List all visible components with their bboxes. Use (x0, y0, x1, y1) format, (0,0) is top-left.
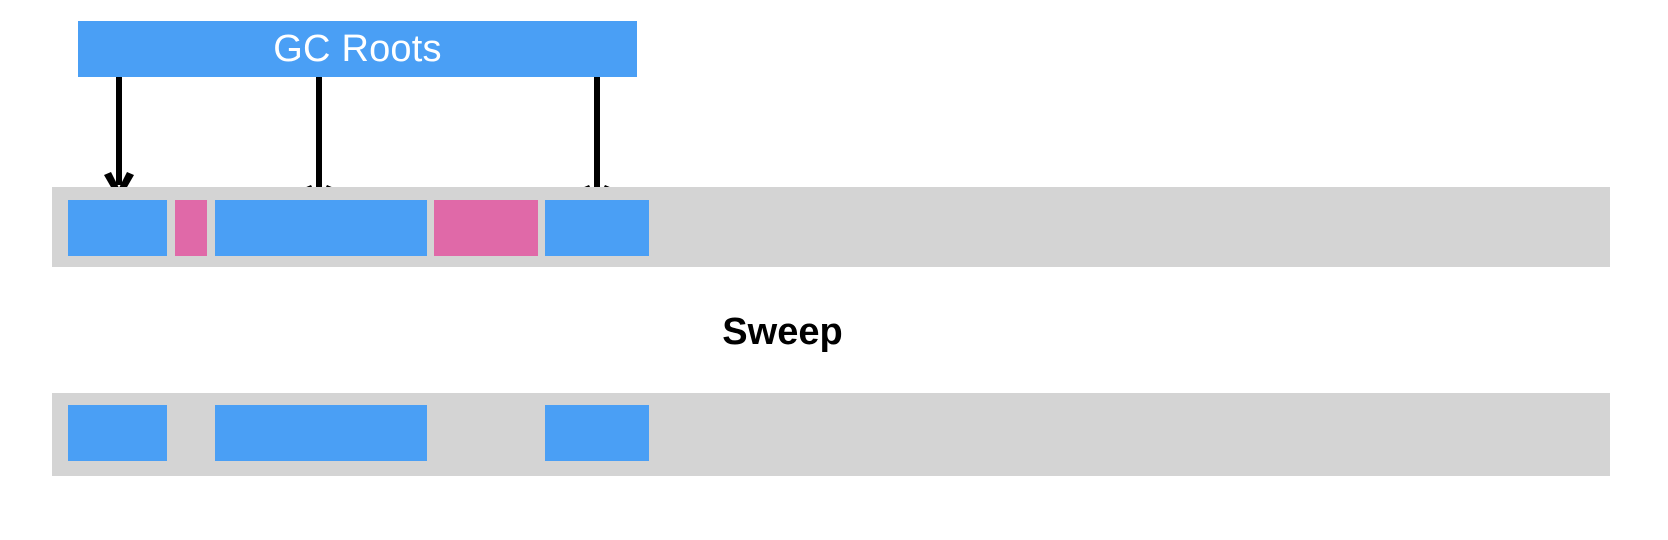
heap-bar-before-sweep (52, 187, 1610, 267)
live-block-3 (215, 200, 427, 256)
sweep-stage-label: Sweep (722, 311, 843, 353)
gc-roots-box: GC Roots (78, 21, 637, 77)
live-block-4 (545, 200, 649, 256)
live-block-3 (215, 405, 427, 461)
root-reference-1-arrow-icon (104, 77, 134, 201)
live-block-4 (545, 405, 649, 461)
garbage-block-2 (434, 200, 538, 256)
garbage-block-1 (175, 200, 207, 256)
gc-roots-label: GC Roots (273, 28, 442, 70)
heap-bar-after-sweep (52, 393, 1610, 476)
live-block-1 (68, 405, 167, 461)
live-block-1 (68, 200, 167, 256)
